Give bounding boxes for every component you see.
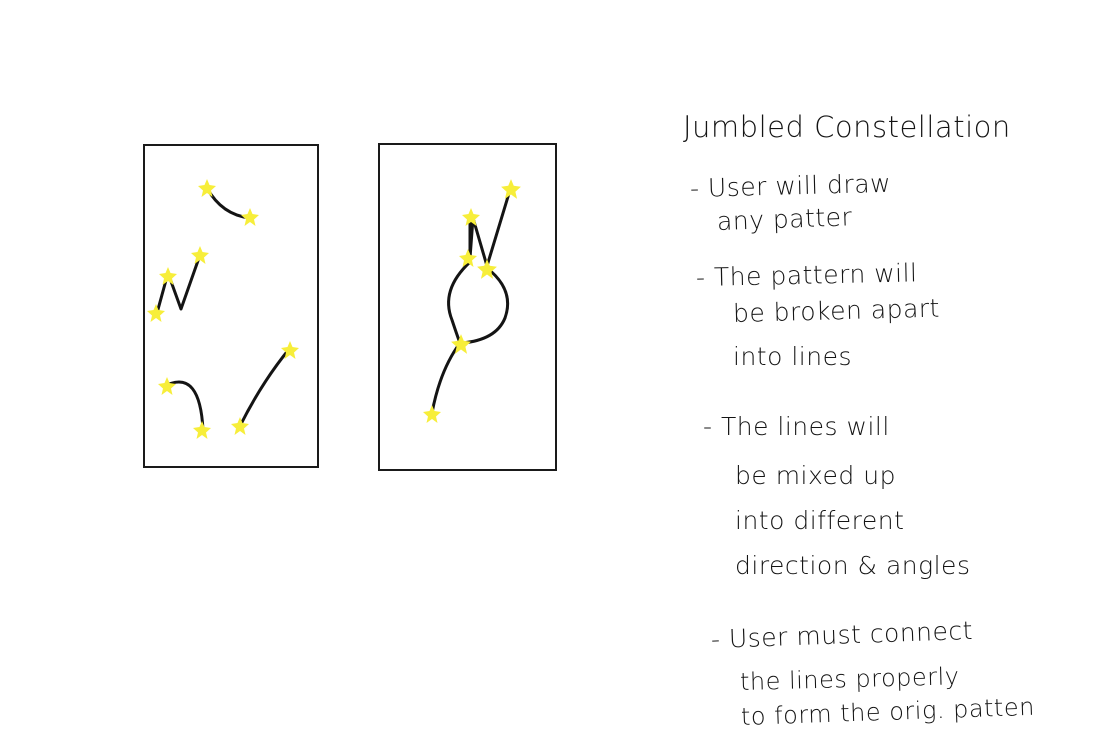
note-3-line-1: - The lines will [703,412,890,441]
original-pattern-panel [378,143,557,471]
jumbled-panel [143,144,319,468]
note-1-line-1: - User will draw [689,168,892,203]
note-2-line-1: - The pattern will [695,258,918,292]
note-3-line-2: be mixed up [735,461,896,490]
note-1-line-2: any patter [716,202,853,236]
note-4-line-1: - User must connect [710,615,974,654]
notes-title: Jumbled Constellation [683,110,1011,144]
note-2-line-3: into lines [733,342,852,371]
note-4-line-3: to form the orig. patten [740,692,1036,731]
note-4-line-2: the lines properly [739,662,960,696]
note-2-line-2: be broken apart [732,293,941,328]
note-3-line-4: direction & angles [735,551,971,580]
note-3-line-3: into different [735,506,905,535]
